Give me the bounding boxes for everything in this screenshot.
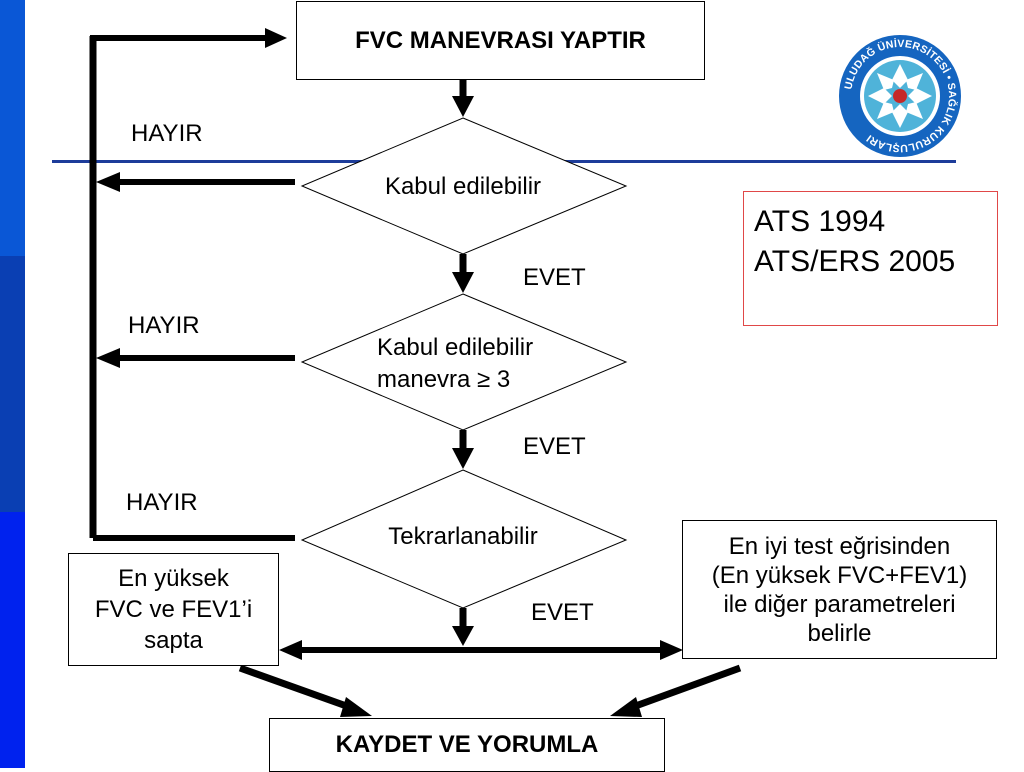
down-arrow-1-head	[452, 96, 474, 117]
decision-diamond-1	[300, 117, 628, 255]
highest-values-box: En yüksek FVC ve FEV1’i sapta	[68, 553, 279, 666]
sidebar-band-bottom	[0, 512, 25, 768]
sidebar-band-top	[0, 0, 25, 256]
yes-label-2: EVET	[523, 433, 586, 460]
reference-line1: ATS 1994	[754, 205, 886, 238]
start-box-label: FVC MANEVRASI YAPTIR	[355, 26, 646, 54]
decision-diamond-3	[300, 469, 628, 609]
reference-line2: ATS/ERS 2005	[754, 245, 956, 278]
highest-values-line1: En yüksek	[118, 565, 229, 592]
decision-2-label-line2: manevra ≥ 3	[377, 366, 511, 393]
branch-arrow-right-head	[660, 640, 683, 660]
no-label-3: HAYIR	[126, 489, 198, 516]
diag-arrow-left-line	[238, 664, 354, 712]
highest-values-line2: FVC ve FEV1’i	[94, 596, 253, 623]
yes-label-3: EVET	[531, 599, 594, 626]
decision-diamond-2	[300, 293, 628, 431]
decision-1-label: Kabul edilebilir	[384, 173, 542, 200]
loop-to-start-arrowhead	[265, 28, 287, 48]
end-box-label: KAYDET VE YORUMLA	[335, 731, 599, 758]
down-arrow-4-head	[452, 626, 474, 646]
end-box: KAYDET VE YORUMLA	[269, 718, 665, 772]
best-curve-line3: ile diğer parametreleri	[723, 590, 956, 618]
no-label-1: HAYIR	[131, 120, 203, 147]
highest-values-line3: sapta	[144, 627, 203, 654]
university-logo: ULUDAĞ ÜNİVERSİTESİ • SAĞLIK KURULUŞLARI	[839, 35, 961, 157]
best-curve-line4: belirle	[807, 619, 872, 647]
decision-2-label-line1: Kabul edilebilir	[377, 334, 534, 361]
no-arrow-1-head	[96, 172, 120, 192]
start-box: FVC MANEVRASI YAPTIR	[296, 1, 705, 80]
sidebar-band-middle	[0, 256, 25, 512]
down-arrow-3-head	[452, 448, 474, 469]
best-curve-line1: En iyi test eğrisinden	[728, 532, 951, 560]
diag-arrow-left-head	[340, 697, 372, 717]
diag-arrow-right-head	[610, 697, 642, 717]
diag-arrow-right-line	[628, 664, 742, 712]
no-arrow-2-head	[96, 348, 120, 368]
down-arrow-2-head	[452, 272, 474, 293]
decision-3-label: Tekrarlanabilir	[388, 523, 538, 550]
no-label-2: HAYIR	[128, 312, 200, 339]
best-curve-box: En iyi test eğrisinden (En yüksek FVC+FE…	[682, 520, 997, 659]
reference-box: ATS 1994 ATS/ERS 2005	[743, 191, 998, 326]
yes-label-1: EVET	[523, 264, 586, 291]
best-curve-line2: (En yüksek FVC+FEV1)	[711, 561, 968, 589]
branch-arrow-left-head	[279, 640, 302, 660]
